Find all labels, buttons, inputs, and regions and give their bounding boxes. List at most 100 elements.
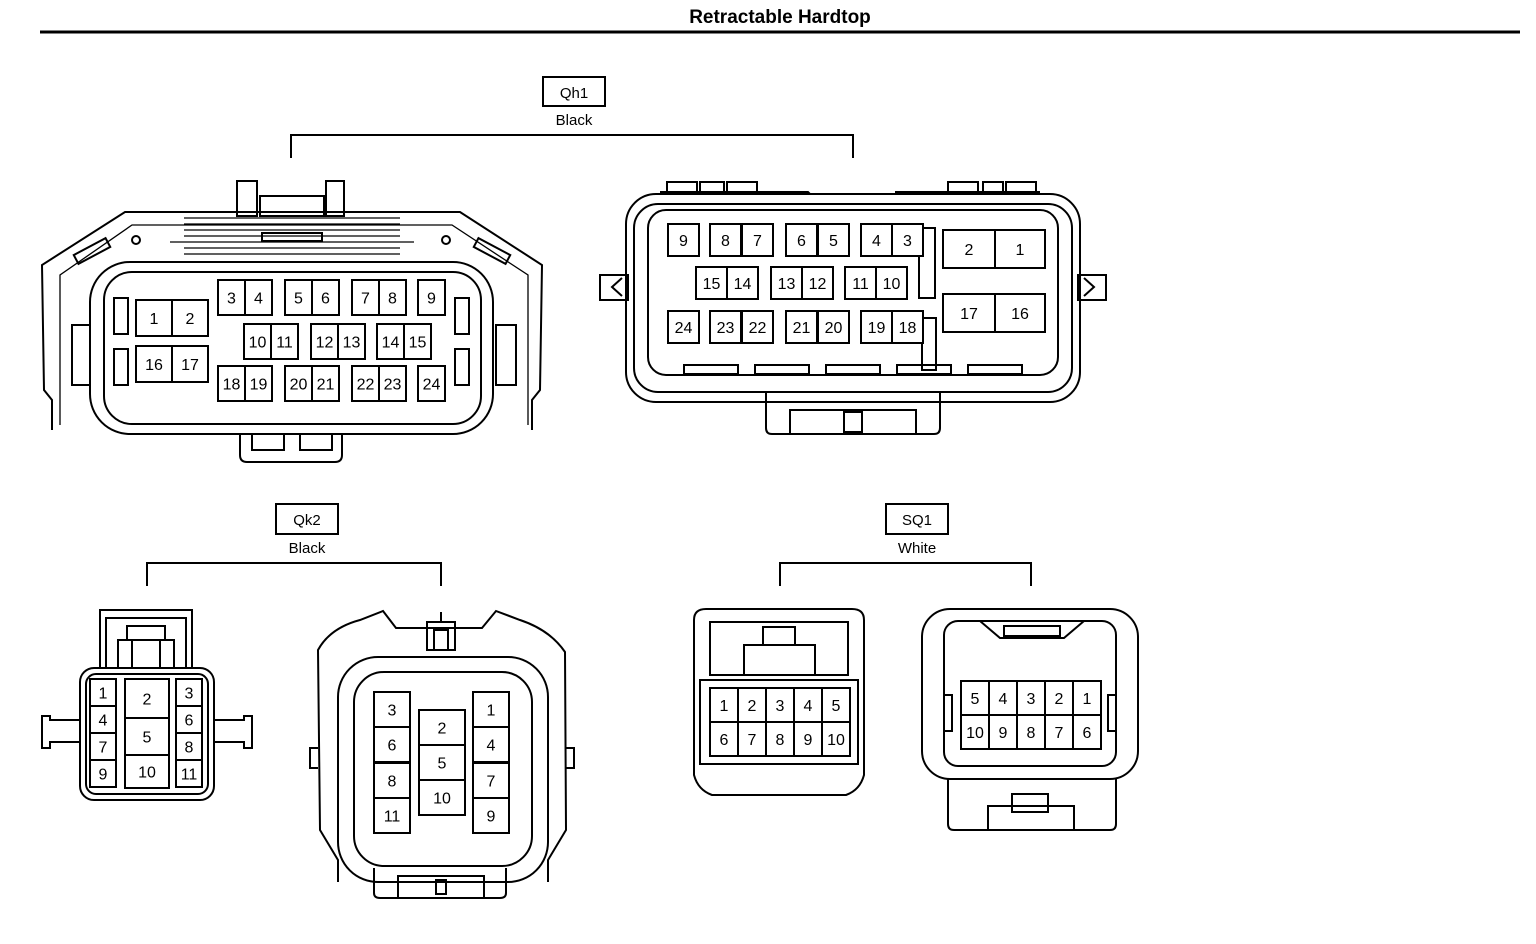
pin-cavity [417, 365, 446, 402]
pin-number: 17 [181, 357, 199, 374]
pin-cavity [817, 310, 850, 344]
pin-number: 3 [388, 703, 397, 720]
qh1-left-latch-post-r [325, 180, 345, 217]
pin-cavity [175, 705, 203, 734]
pin-number: 10 [966, 725, 984, 742]
sq1-id-box [885, 503, 949, 535]
qk2-right-side-l [309, 747, 318, 769]
pin-cavity [960, 714, 990, 750]
qk2-left-latch-slot [126, 625, 166, 641]
qh1-left-latch-post-l [236, 180, 258, 217]
pin-cavity [243, 323, 272, 360]
qk2-right-bottom-peg [435, 879, 447, 895]
pin-number: 3 [185, 686, 194, 703]
qh1-left-slot-l [72, 236, 112, 266]
qk2-right-latch-inner [433, 629, 449, 651]
pin-number: 7 [361, 291, 370, 308]
pin-number: 9 [679, 233, 688, 250]
pin-number: 6 [797, 233, 806, 250]
qk2-label: Qk2 Black [146, 503, 442, 586]
qh1-left-bottom-slot-l [251, 433, 285, 451]
pin-number: 8 [388, 291, 397, 308]
pin-cavity [373, 726, 411, 763]
qh1-left-bottom-latch [239, 434, 343, 463]
pin-cavity [709, 687, 739, 723]
pin-cavity [817, 223, 850, 257]
pin-number: 24 [675, 320, 693, 337]
qh1-left-key-l2 [113, 348, 129, 386]
qh1-color: Black [556, 112, 593, 129]
qh1-left-housing [40, 211, 544, 430]
qh1-bracket [290, 134, 854, 158]
pin-cavity [124, 678, 170, 719]
pin-number: 8 [1027, 725, 1036, 742]
pin-cavity [337, 323, 366, 360]
sq1-color: White [898, 540, 936, 557]
pin-number: 11 [852, 276, 869, 293]
qk2-left-latch-leg-l [117, 639, 133, 671]
qh1-right-bottom-slot [789, 409, 917, 435]
qk2-id: Qk2 [293, 512, 321, 529]
pin-cavity [821, 721, 851, 757]
qh1-label: Qh1 Black [290, 76, 854, 158]
qh1-right-housing-inner [633, 203, 1073, 393]
pin-number: 13 [343, 335, 361, 352]
pin-cavity [310, 323, 339, 360]
qh1-left-hole-r [441, 235, 451, 245]
pin-number: 4 [999, 691, 1008, 708]
pin-number: 1 [487, 703, 496, 720]
pin-cavity [124, 754, 170, 789]
pin-number: 10 [138, 765, 156, 782]
pin-number: 15 [703, 276, 721, 293]
pin-cavity [741, 223, 774, 257]
pin-number: 4 [487, 738, 496, 755]
pin-number: 12 [316, 335, 334, 352]
pin-number: 1 [1016, 242, 1025, 259]
pin-cavity [89, 678, 117, 707]
pin-number: 14 [734, 276, 752, 293]
pin-cavity [741, 310, 774, 344]
pin-number: 8 [185, 740, 194, 757]
sq1-id: SQ1 [902, 512, 932, 529]
sq1-right-bottom-latch [947, 779, 1117, 831]
pin-number: 20 [290, 377, 308, 394]
qh1-left-key-r1 [454, 297, 470, 335]
pin-cavity [171, 299, 209, 337]
pin-cavity [270, 323, 299, 360]
qk2-left-side-l [41, 715, 80, 749]
qh1-left-bottom-slot-r [299, 433, 333, 451]
pin-number: 3 [776, 698, 785, 715]
pin-number: 10 [883, 276, 901, 293]
pin-cavity [418, 779, 466, 816]
pin-cavity [801, 266, 834, 300]
pin-number: 5 [832, 698, 841, 715]
qk2-left-housing-inner [85, 673, 209, 795]
sq1-label: SQ1 White [779, 503, 1032, 586]
pin-number: 19 [250, 377, 268, 394]
pin-cavity [860, 223, 893, 257]
qh1-left-latch-top [259, 195, 325, 217]
sq1-right-latch [1003, 625, 1061, 637]
pin-number: 12 [809, 276, 827, 293]
pin-number: 7 [753, 233, 762, 250]
pin-cavity [994, 293, 1046, 333]
pin-number: 6 [388, 738, 397, 755]
pin-cavity [472, 797, 510, 834]
pin-cavity [244, 365, 273, 402]
qh1-right-side-r [1077, 274, 1107, 301]
pin-cavity [89, 705, 117, 734]
pin-number: 5 [971, 691, 980, 708]
pin-number: 16 [145, 357, 163, 374]
qh1-left-key-r2 [454, 348, 470, 386]
pin-cavity [785, 310, 818, 344]
pin-cavity [988, 680, 1018, 716]
